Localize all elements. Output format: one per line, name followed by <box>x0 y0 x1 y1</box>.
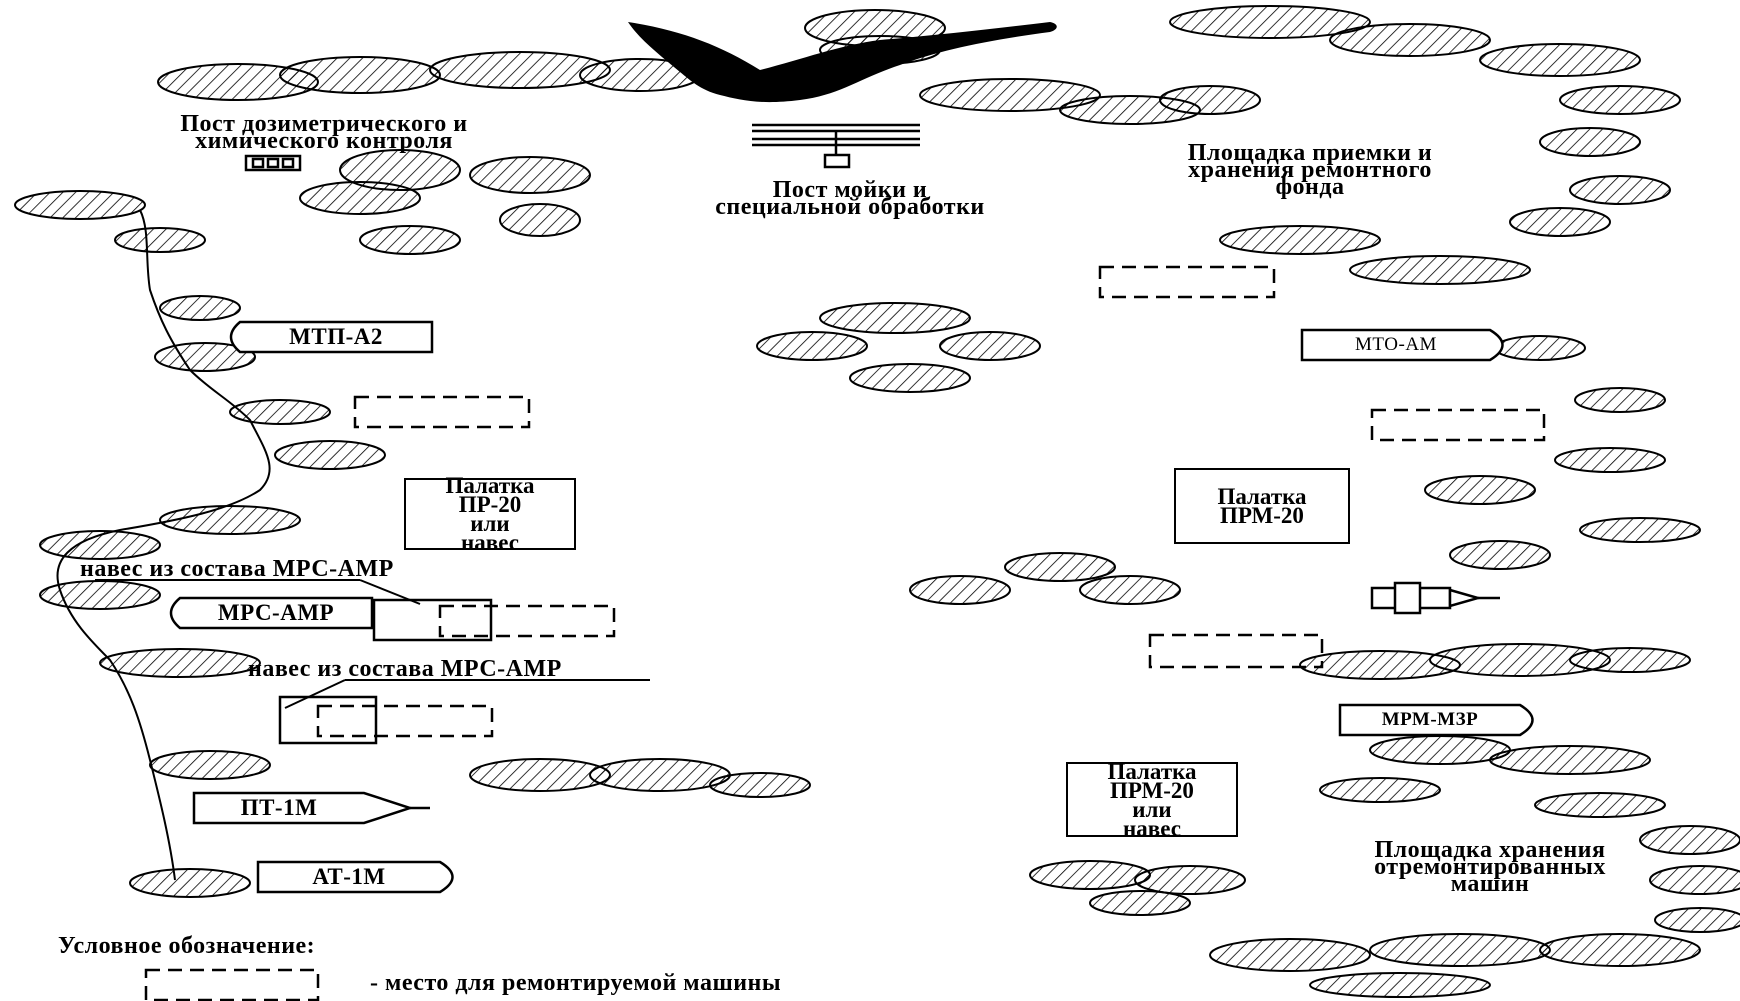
tent-pr20: Палатка ПР-20 или навес <box>404 474 576 554</box>
canopy-boxes <box>278 598 493 745</box>
tree-group-top-right <box>919 5 1681 285</box>
legend-repair-spot-symbol <box>144 968 320 1001</box>
tree-group-bottom-center <box>1029 860 1246 916</box>
small-vehicle-symbol <box>1370 581 1500 615</box>
canopy-box <box>372 598 493 642</box>
storage-area-label: Площадка хранения отремонтированных маши… <box>1374 837 1606 897</box>
repair-spot <box>316 704 494 738</box>
mtp-outline <box>229 320 434 354</box>
vehicle-at: АТ-1М <box>312 864 386 889</box>
canopy-box <box>278 695 378 745</box>
canopy-label-1: навес из состава МРС-АМР <box>80 556 394 582</box>
canopy-leader-lines <box>95 579 650 709</box>
repair-spot <box>1370 408 1546 442</box>
tree-group-storage <box>1209 735 1740 998</box>
repair-spots <box>144 265 1546 1001</box>
at-outline <box>256 860 454 894</box>
repair-spot <box>353 395 531 429</box>
tree-group-center <box>756 302 1041 393</box>
vehicle-pt: ПТ-1М <box>240 795 318 820</box>
vehicle-mrs: МРС-АМР <box>217 600 335 625</box>
wash-post-label: Пост мойки и специальной обработки <box>715 177 985 220</box>
pt-outline <box>192 791 415 825</box>
vehicle-mtp: МТП-А2 <box>289 324 383 349</box>
tree-group-right-edge <box>1424 335 1701 570</box>
dosimetric-post-label: Пост дозиметрического и химического конт… <box>180 111 468 154</box>
vehicle-outlines <box>169 320 1534 894</box>
wash-post-symbol <box>752 123 920 169</box>
legend-title: Условное обозначение: <box>58 933 316 959</box>
dosimetric-post-symbol <box>244 154 302 172</box>
repair-spot <box>438 604 616 638</box>
tree-group-mrm <box>1299 643 1691 680</box>
tree-edge-line-left <box>56 209 271 881</box>
mto-outline <box>1300 328 1504 362</box>
tree-group-lower-left <box>469 758 811 798</box>
tent-prm20-right: Палатка ПРМ-20 <box>1174 468 1350 544</box>
mrs-outline <box>169 596 374 630</box>
legend-item-label: - место для ремонтируемой машины <box>370 970 782 996</box>
tree-group-left-edge <box>14 190 386 898</box>
canopy-label-2: навес из состава МРС-АМР <box>248 656 562 682</box>
repair-spot <box>1098 265 1276 299</box>
vehicle-mrm: МРМ-МЗР <box>1381 709 1479 730</box>
pond-shape <box>628 22 1057 103</box>
repair-spot <box>1148 633 1324 669</box>
vehicle-mto: МТО-АМ <box>1355 334 1437 355</box>
mrm-outline <box>1338 703 1534 737</box>
tree-group-upper-left <box>299 149 591 255</box>
reception-area-label: Площадка приемки и хранения ремонтного ф… <box>1187 140 1433 200</box>
tree-group-top-left <box>157 51 701 101</box>
tree-group-top-center <box>804 9 946 65</box>
tent-prm20-bottom: Палатка ПРМ-20 или навес <box>1066 760 1238 840</box>
tree-group-mid-center <box>909 552 1181 605</box>
